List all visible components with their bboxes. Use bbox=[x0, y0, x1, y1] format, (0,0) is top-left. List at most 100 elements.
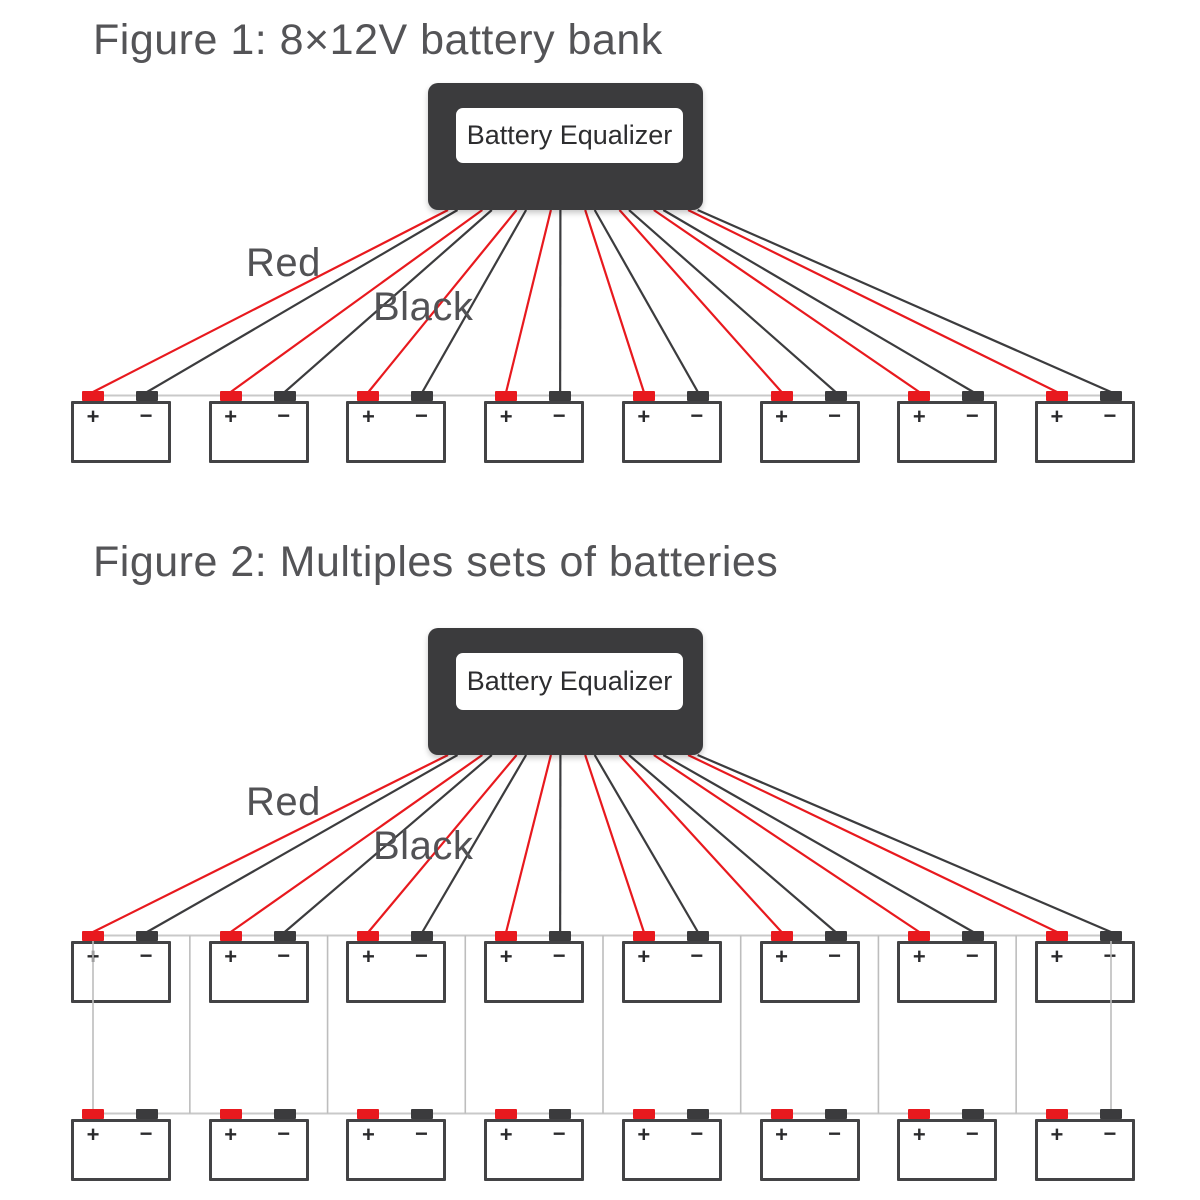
plus-symbol: + bbox=[499, 404, 513, 429]
positive-terminal bbox=[632, 931, 655, 941]
red-wire bbox=[618, 754, 783, 933]
battery bbox=[621, 401, 722, 463]
red-wire bbox=[230, 754, 483, 933]
red-wire bbox=[584, 209, 645, 393]
plus-symbol: + bbox=[775, 944, 788, 969]
plus-symbol: + bbox=[224, 404, 238, 429]
black-wire bbox=[697, 753, 1112, 934]
negative-terminal bbox=[824, 931, 847, 941]
black-wire bbox=[146, 754, 459, 933]
red-wire-label: Red bbox=[246, 241, 321, 285]
negative-terminal bbox=[273, 391, 296, 401]
equalizer-box: Battery Equalizer bbox=[428, 628, 703, 755]
plus-symbol: + bbox=[499, 1122, 513, 1147]
negative-terminal bbox=[824, 391, 847, 401]
minus-symbol: − bbox=[690, 943, 704, 968]
negative-terminal bbox=[686, 1109, 709, 1119]
battery bbox=[71, 1119, 171, 1181]
plus-symbol: + bbox=[912, 404, 926, 429]
black-wire bbox=[662, 209, 974, 393]
battery bbox=[1034, 401, 1135, 463]
negative-terminal bbox=[549, 1109, 572, 1119]
positive-terminal bbox=[1045, 1109, 1068, 1119]
plus-symbol: + bbox=[86, 1122, 100, 1147]
negative-terminal bbox=[962, 931, 985, 941]
battery bbox=[346, 401, 447, 463]
plus-symbol: + bbox=[361, 404, 375, 429]
plus-symbol: + bbox=[86, 404, 100, 429]
black-wire bbox=[593, 209, 699, 393]
plus-symbol: + bbox=[775, 1122, 788, 1147]
minus-symbol: − bbox=[690, 403, 704, 428]
minus-symbol: − bbox=[139, 403, 153, 428]
black-wire bbox=[628, 754, 837, 933]
positive-terminal bbox=[770, 1109, 793, 1119]
minus-symbol: − bbox=[1103, 403, 1117, 428]
battery bbox=[346, 1119, 447, 1181]
minus-symbol: − bbox=[552, 1121, 566, 1146]
minus-symbol: − bbox=[552, 943, 566, 968]
minus-symbol: − bbox=[277, 943, 291, 968]
positive-terminal bbox=[82, 391, 104, 401]
red-wire-label: Red bbox=[246, 780, 321, 824]
battery bbox=[759, 941, 860, 1003]
minus-symbol: − bbox=[690, 1121, 704, 1146]
negative-terminal bbox=[136, 1109, 158, 1119]
plus-symbol: + bbox=[361, 1122, 375, 1147]
black-wire bbox=[146, 209, 459, 393]
positive-terminal bbox=[495, 931, 518, 941]
minus-symbol: − bbox=[828, 943, 841, 968]
black-wire bbox=[628, 209, 837, 393]
battery bbox=[71, 401, 171, 463]
black-wire bbox=[283, 209, 493, 393]
plus-symbol: + bbox=[912, 1122, 926, 1147]
black-wire-label: Black bbox=[373, 285, 474, 329]
minus-symbol: − bbox=[414, 403, 428, 428]
battery bbox=[484, 941, 585, 1003]
negative-terminal bbox=[411, 931, 434, 941]
battery bbox=[897, 941, 998, 1003]
positive-terminal bbox=[82, 931, 104, 941]
negative-terminal bbox=[686, 931, 709, 941]
battery bbox=[208, 941, 309, 1003]
minus-symbol: − bbox=[965, 943, 979, 968]
positive-terminal bbox=[219, 931, 242, 941]
positive-terminal bbox=[632, 391, 655, 401]
minus-symbol: − bbox=[828, 1121, 841, 1146]
negative-terminal bbox=[549, 931, 572, 941]
positive-terminal bbox=[770, 931, 793, 941]
black-wire bbox=[697, 208, 1112, 394]
positive-terminal bbox=[495, 391, 518, 401]
black-wire bbox=[593, 754, 699, 933]
red-wire bbox=[505, 209, 552, 393]
negative-terminal bbox=[1099, 391, 1122, 401]
figure-1-title: Figure 1: 8×12V battery bank bbox=[93, 16, 663, 64]
plus-symbol: + bbox=[637, 1122, 651, 1147]
battery bbox=[759, 401, 860, 463]
negative-terminal bbox=[824, 1109, 847, 1119]
minus-symbol: − bbox=[1103, 943, 1117, 968]
battery bbox=[1034, 941, 1135, 1003]
minus-symbol: − bbox=[965, 1121, 979, 1146]
red-wire bbox=[584, 754, 645, 933]
red-wire bbox=[230, 209, 483, 393]
equalizer-label: Battery Equalizer bbox=[456, 108, 683, 163]
negative-terminal bbox=[411, 1109, 434, 1119]
plus-symbol: + bbox=[637, 944, 651, 969]
positive-terminal bbox=[908, 391, 931, 401]
red-wire bbox=[687, 754, 1058, 933]
plus-symbol: + bbox=[775, 404, 788, 429]
battery bbox=[71, 941, 171, 1003]
minus-symbol: − bbox=[414, 1121, 428, 1146]
positive-terminal bbox=[908, 1109, 931, 1119]
minus-symbol: − bbox=[277, 403, 291, 428]
red-wire bbox=[367, 209, 518, 393]
plus-symbol: + bbox=[1050, 404, 1064, 429]
battery bbox=[346, 941, 447, 1003]
positive-terminal bbox=[770, 391, 793, 401]
plus-symbol: + bbox=[1050, 944, 1064, 969]
positive-terminal bbox=[357, 931, 380, 941]
positive-terminal bbox=[1045, 391, 1068, 401]
